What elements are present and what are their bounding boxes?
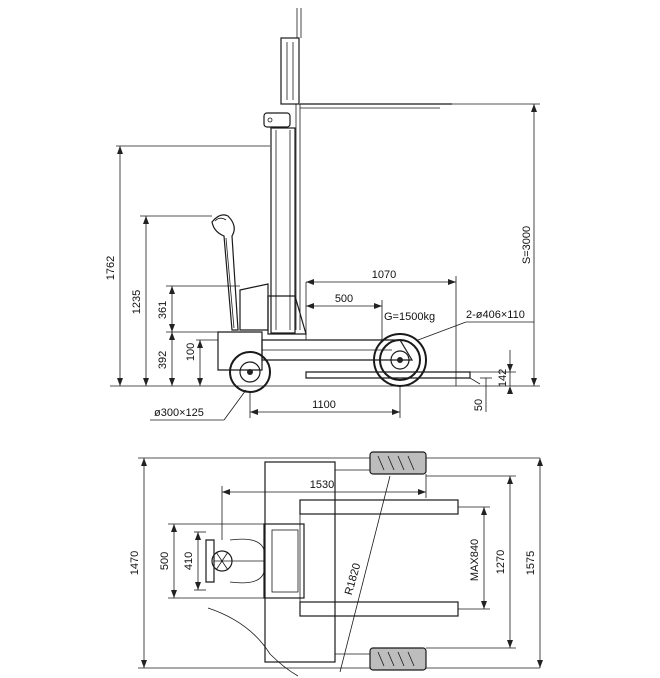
side-mast-dim: S=3000 [452,103,540,386]
dim-arm-height: 361 [157,301,169,319]
top-fork-right [299,601,459,617]
dim-handle-height: 1235 [131,290,143,314]
top-right-dims: MAX840 1270 1575 [426,458,543,668]
dim-fork-spread: MAX840 [469,539,481,581]
rear-wheel-spec: ø300×125 [154,407,204,419]
mast-upper [280,37,300,105]
top-body [264,461,336,663]
side-small-dims: 142 50 [470,350,516,412]
drive-housing [217,331,263,371]
lift-head [263,112,291,128]
dim-small-height: 100 [185,343,197,361]
top-wheels [369,451,427,671]
side-fork-dims: 1070 500 G=1500kg 2-ø406×110 [305,269,534,386]
side-bottom-dims: 1100 ø300×125 [150,386,401,421]
front-wheel [373,333,427,387]
dim-drive-width: 410 [183,552,195,570]
dim-fork-gap: 142 [497,369,509,387]
dim-load-center: 500 [335,293,353,305]
mast [263,8,452,334]
dim-overall-width: 1470 [129,551,141,575]
motor-cover [239,283,269,331]
top-span-dim: 1530 [221,474,427,540]
tiller-handle [211,214,239,331]
dim-inner-width: 500 [159,552,171,570]
front-wheel-spec: 2-ø406×110 [466,309,525,321]
side-vertical-dims: 1762 1235 361 392 100 [105,145,270,386]
top-wheel-lower [369,647,427,671]
turn-radius-line [339,475,391,673]
dim-fork-span: 1530 [310,479,334,491]
dim-fork-length: 1070 [372,269,396,281]
mast-lower [270,127,296,334]
top-wheel-upper [369,451,427,475]
capacity-label: G=1500kg [384,311,435,323]
dim-leg-outer: 1575 [525,551,537,575]
dim-ground-clear: 50 [473,399,485,411]
chassis [217,283,481,385]
top-fork-left [299,499,459,515]
dim-overall-height: 1762 [105,256,117,280]
side-view: 1762 1235 361 392 100 [105,8,540,421]
top-left-dims: 1470 500 410 [129,458,264,668]
dim-wheelbase: 1100 [312,399,336,411]
dim-mast-height: S=3000 [521,226,533,264]
handle-grip [211,214,239,331]
front-leg [261,339,414,361]
top-handle-grip [205,539,215,583]
top-view: R1820 1470 500 410 15 [129,451,543,677]
turn-arc [207,607,299,677]
dim-chassis-height: 392 [157,351,169,369]
dim-leg-inner: 1270 [495,550,507,574]
top-handle [205,538,265,584]
